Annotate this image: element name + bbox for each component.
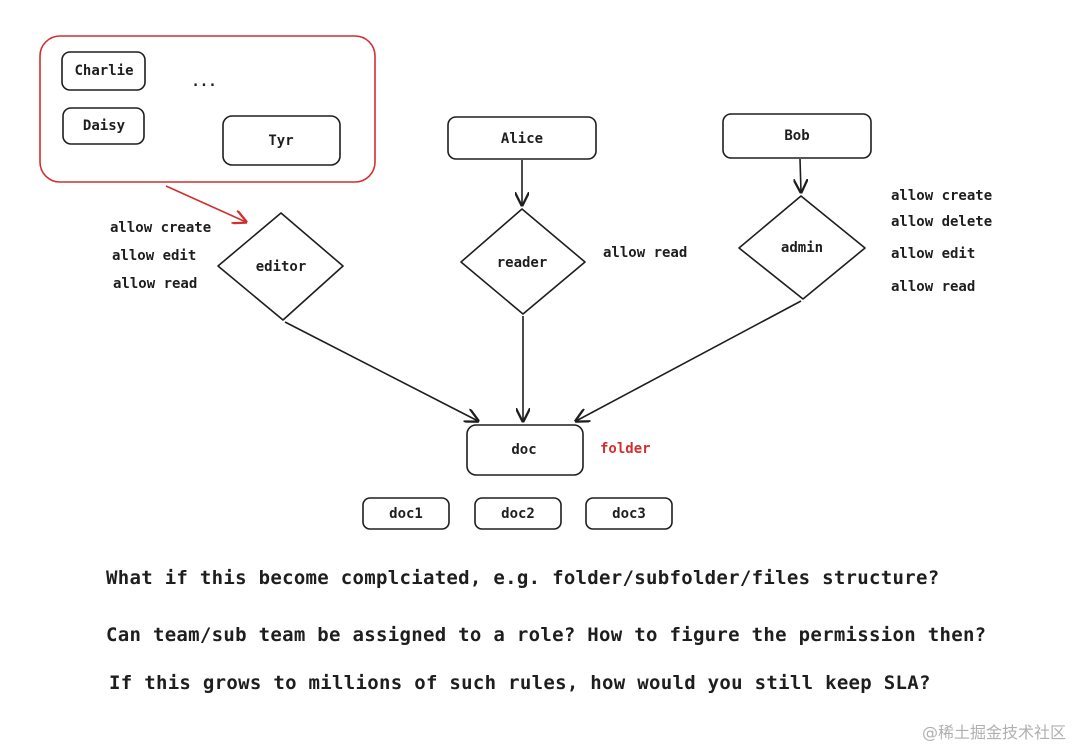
- label-tyr: Tyr: [268, 133, 294, 149]
- diamond-admin: [738, 195, 866, 300]
- label-daisy: Daisy: [82, 118, 126, 134]
- diamond-reader: [460, 208, 586, 315]
- node-doc: [466, 424, 584, 476]
- editor-permission: allow create: [110, 220, 212, 236]
- node-doc2: [474, 497, 562, 530]
- admin-permission: allow delete: [891, 214, 993, 230]
- arrow-bob-to-admin: [800, 158, 801, 192]
- diamond-editor: [217, 212, 344, 321]
- folder-label: folder: [600, 441, 651, 457]
- arrow-admin-to-doc: [576, 300, 802, 421]
- admin-permission: allow create: [891, 188, 993, 204]
- question-2: Can team/sub team be assigned to a role?…: [106, 624, 987, 646]
- label-doc3: doc3: [612, 506, 646, 522]
- admin-permission: allow edit: [891, 246, 976, 262]
- group-ellipsis: ...: [191, 74, 217, 90]
- node-charlie: [61, 51, 146, 91]
- label-alice: Alice: [500, 131, 544, 147]
- arrow-group-to-editor: [165, 185, 246, 222]
- label-doc1: doc1: [389, 506, 423, 522]
- editor-permission: allow edit: [112, 248, 197, 264]
- question-3: If this grows to millions of such rules,…: [109, 672, 931, 694]
- question-1: What if this become complciated, e.g. fo…: [106, 567, 940, 589]
- label-bob: Bob: [784, 128, 810, 144]
- arrow-editor-to-doc: [284, 321, 478, 421]
- node-bob: [722, 113, 872, 159]
- label-doc2: doc2: [501, 506, 535, 522]
- node-doc3: [585, 497, 673, 530]
- node-doc1: [362, 497, 450, 530]
- label-charlie: Charlie: [74, 63, 134, 79]
- reader-permission: allow read: [603, 245, 688, 261]
- group-container: [39, 35, 376, 183]
- label-reader: reader: [496, 255, 548, 271]
- admin-permission: allow read: [891, 279, 976, 295]
- label-admin: admin: [780, 240, 824, 256]
- node-tyr: [222, 115, 341, 166]
- editor-permission: allow read: [113, 276, 198, 292]
- label-editor: editor: [255, 259, 307, 275]
- label-doc: doc: [511, 442, 537, 458]
- node-daisy: [62, 107, 145, 145]
- watermark: @稀土掘金技术社区: [921, 723, 1066, 742]
- node-alice: [447, 116, 597, 160]
